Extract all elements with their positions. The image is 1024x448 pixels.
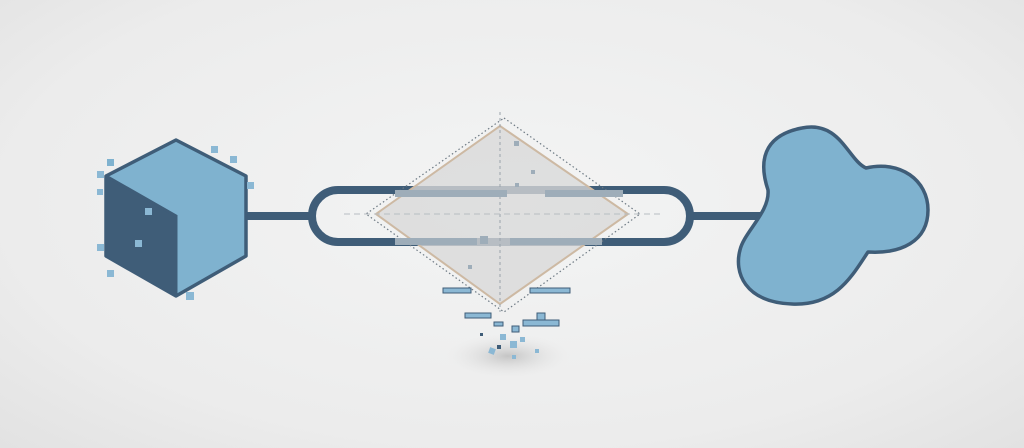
debris-particles [442, 287, 571, 359]
cube-icon [97, 138, 254, 300]
blob-icon [736, 125, 930, 306]
filter-diamond-icon [344, 112, 660, 313]
diamond-shadow [446, 334, 570, 378]
